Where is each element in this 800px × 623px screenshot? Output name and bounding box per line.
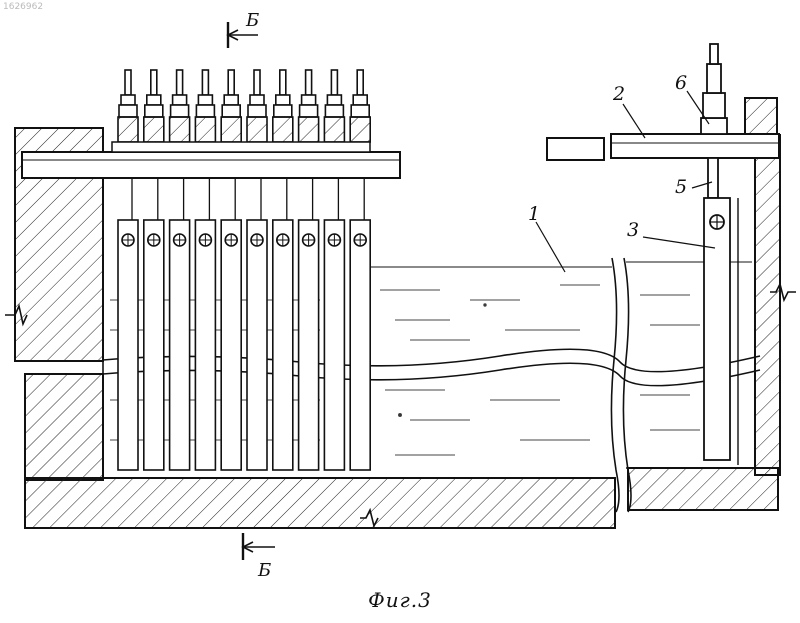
label-2: 2: [612, 83, 625, 105]
label-5: 5: [675, 176, 687, 198]
insulator: [299, 117, 319, 142]
washer: [351, 105, 369, 117]
stud: [254, 70, 260, 95]
electrode-plate: [350, 220, 370, 470]
support-beam-right: [547, 134, 779, 160]
electrode-1: [118, 70, 138, 470]
washer: [274, 105, 292, 117]
electrode-5: [221, 70, 241, 470]
washer: [145, 105, 163, 117]
insulator: [170, 117, 190, 142]
washer: [171, 105, 189, 117]
right-wall: [755, 135, 780, 475]
insulator: [273, 117, 293, 142]
washer: [222, 105, 240, 117]
electrode-7: [273, 70, 293, 470]
stud: [280, 70, 286, 95]
section-mark-bottom-label: Б: [257, 560, 271, 581]
electrode-plate: [299, 220, 319, 470]
right-wall-cap: [745, 98, 777, 136]
nut: [353, 95, 367, 105]
insulator: [144, 117, 164, 142]
insulator: [195, 117, 215, 142]
electrode-8: [299, 70, 319, 470]
insulator: [324, 117, 344, 142]
electrode-plate: [324, 220, 344, 470]
electrode-assembly: [118, 70, 370, 470]
stud: [202, 70, 208, 95]
electrode-plate: [170, 220, 190, 470]
electrode-3: [704, 198, 730, 460]
stud: [177, 70, 183, 95]
section-mark-top-label: Б: [245, 10, 259, 31]
electrode-4: [195, 70, 215, 470]
electrode-plate: [247, 220, 267, 470]
nut: [327, 95, 341, 105]
insulator: [350, 117, 370, 142]
label-3: 3: [627, 219, 639, 241]
stud: [151, 70, 157, 95]
electrode-plate: [273, 220, 293, 470]
stud: [357, 70, 363, 95]
washer: [248, 105, 266, 117]
electrode-6: [247, 70, 267, 470]
vertical-break-left: [611, 258, 619, 512]
nut: [198, 95, 212, 105]
right-electrode-assembly: [701, 44, 738, 465]
stud: [331, 70, 337, 95]
nut: [250, 95, 264, 105]
nut: [302, 95, 316, 105]
electrode-10: [350, 70, 370, 470]
washer: [119, 105, 137, 117]
label-1: 1: [528, 203, 540, 225]
washer: [196, 105, 214, 117]
figure-caption: Фиг.3: [0, 588, 800, 612]
beam-segment-long: [611, 134, 779, 158]
nut: [276, 95, 290, 105]
electrode-2: [144, 70, 164, 470]
electrode-plate: [144, 220, 164, 470]
washer: [325, 105, 343, 117]
electrode-plate: [221, 220, 241, 470]
stud: [306, 70, 312, 95]
floor-slab: [25, 478, 615, 528]
nut: [173, 95, 187, 105]
nut: [147, 95, 161, 105]
beam-segment-short: [547, 138, 604, 160]
label-6: 6: [675, 72, 687, 94]
nut: [224, 95, 238, 105]
nut: [121, 95, 135, 105]
clamp-6: [701, 118, 727, 134]
electrode-9: [324, 70, 344, 470]
section-mark-bottom: [243, 533, 275, 560]
insulator: [221, 117, 241, 142]
stud: [125, 70, 131, 95]
insulator: [118, 117, 138, 142]
left-wall-lower: [25, 374, 103, 480]
insulator: [247, 117, 267, 142]
electrode-plate: [118, 220, 138, 470]
stud: [228, 70, 234, 95]
leader-lines: [536, 91, 715, 272]
rod-5: [708, 158, 718, 198]
electrode-3: [170, 70, 190, 470]
electrode-plate: [195, 220, 215, 470]
washer: [300, 105, 318, 117]
